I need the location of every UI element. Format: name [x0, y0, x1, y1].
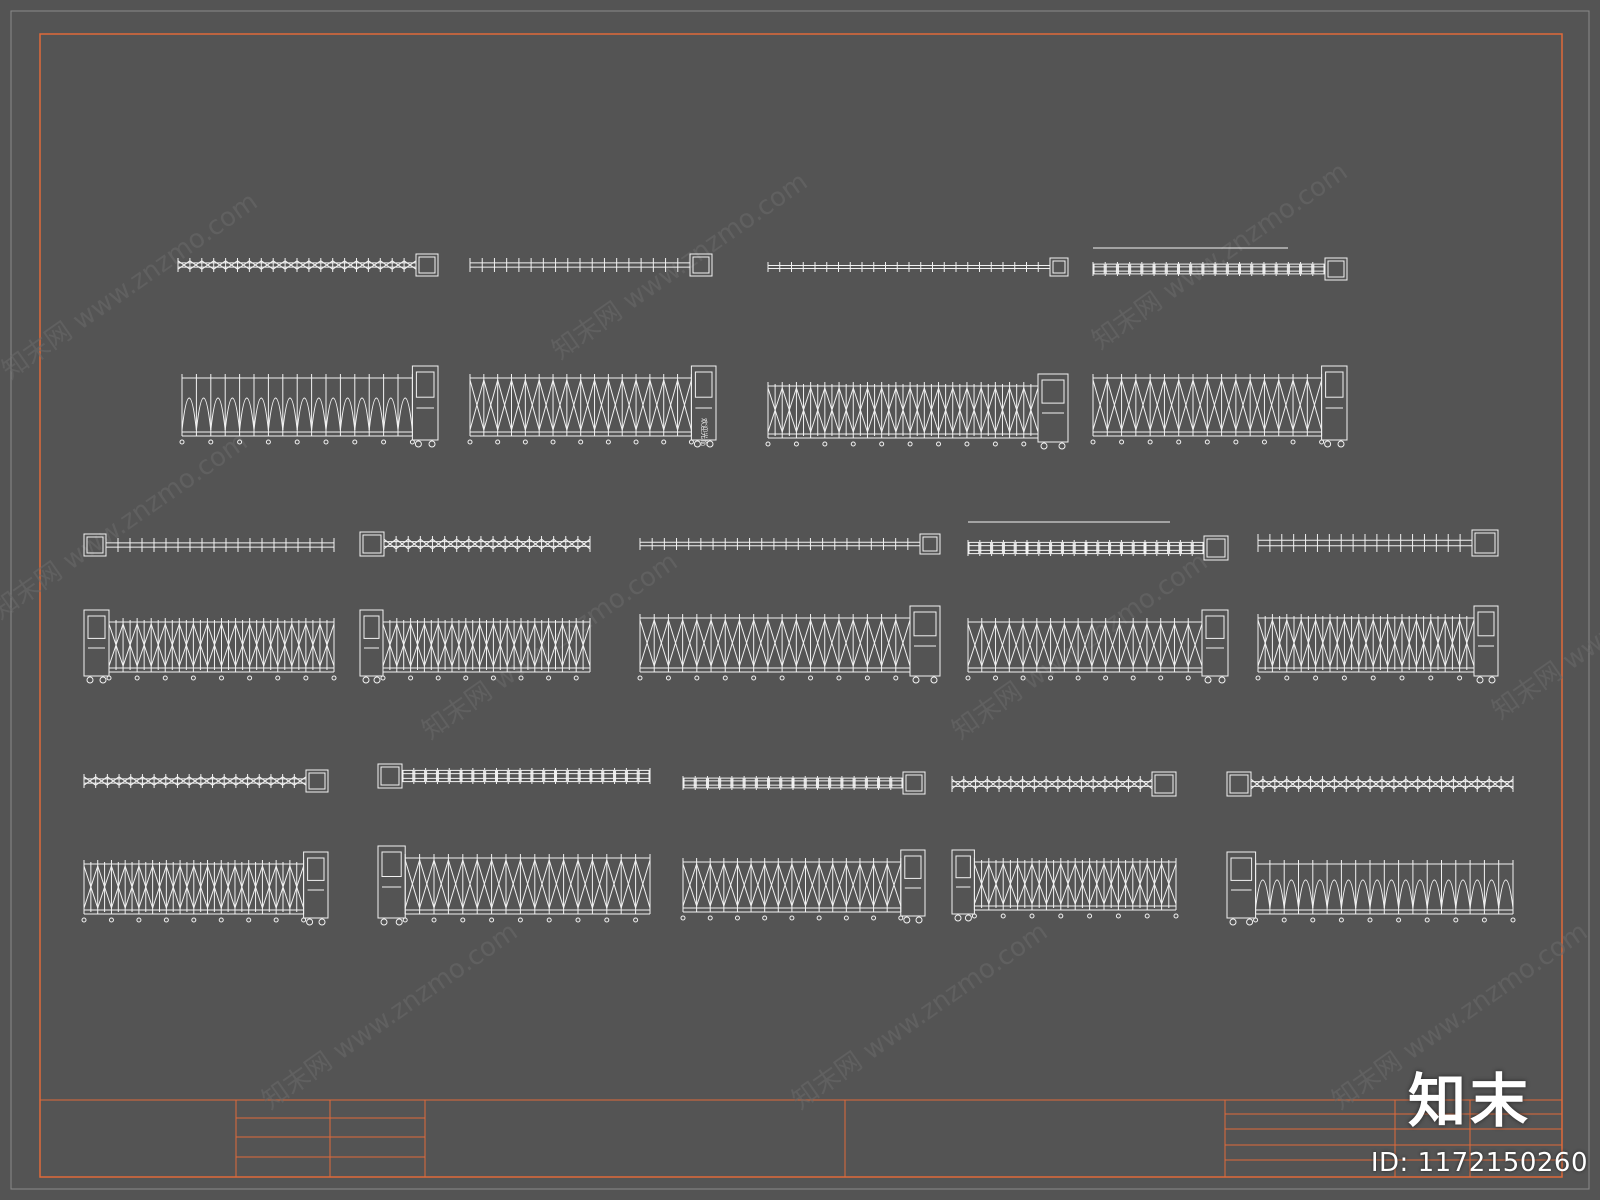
- watermark-text: 知末网 www.znzmo.com: [1487, 527, 1600, 726]
- gate-elevation-view: [1226, 851, 1516, 926]
- gate-elevation-view: [965, 609, 1229, 684]
- gate-plan-view: [1226, 771, 1514, 797]
- gate-plan-view: [951, 771, 1177, 797]
- watermark-text: 知末网 www.znzmo.com: [257, 917, 523, 1116]
- gate-drawings: 欢迎光临: [81, 247, 1516, 926]
- gate-elevation-view: [81, 851, 329, 926]
- gate-plan-view: [682, 771, 926, 795]
- gate-elevation-view: [179, 365, 439, 448]
- gate-elevation-view: [765, 373, 1069, 450]
- gate-plan-view: [767, 257, 1069, 277]
- gate-plan-view: [639, 533, 941, 555]
- gate-plan-view: [83, 533, 335, 557]
- watermark-text: 知末网 www.znzmo.com: [0, 427, 253, 626]
- gate-plan-view: [177, 253, 439, 277]
- gate-plan-view: [377, 763, 651, 789]
- gate-elevation-view: [359, 609, 591, 684]
- drawing-frame: [39, 33, 1563, 1178]
- gate-plan-view: [1257, 529, 1499, 557]
- brand-logo: 知末: [1407, 1067, 1532, 1135]
- gate-plan-view: [967, 535, 1229, 561]
- gate-elevation-view: [83, 609, 337, 684]
- watermark-text: 知末网 www.znzmo.com: [417, 547, 683, 746]
- outer-border: [10, 10, 1590, 1190]
- title-block: [40, 1099, 1562, 1177]
- watermark-text: 知末网 www.znzmo.com: [1087, 157, 1353, 356]
- watermark-text: 知末网 www.znzmo.com: [947, 547, 1213, 746]
- gate-elevation-view: [377, 845, 651, 926]
- gate-elevation-view: [1255, 605, 1499, 684]
- gate-elevation-view: [1090, 365, 1348, 448]
- gate-plan-view: [469, 253, 713, 277]
- watermark-text: 知末网 www.znzmo.com: [547, 167, 813, 366]
- gate-sign-text: 欢迎光临: [700, 418, 709, 446]
- gate-elevation-view: [951, 849, 1179, 922]
- gate-plan-view: [359, 531, 591, 557]
- gate-elevation-view: [680, 849, 926, 924]
- gate-plan-view: [83, 769, 329, 793]
- gate-elevation-view: [637, 605, 941, 684]
- image-id-label: ID: 1172150260: [1370, 1148, 1588, 1178]
- watermark-text: 知末网 www.znzmo.com: [787, 917, 1053, 1116]
- gate-elevation-view: [467, 365, 717, 448]
- gate-plan-view: [1092, 257, 1348, 281]
